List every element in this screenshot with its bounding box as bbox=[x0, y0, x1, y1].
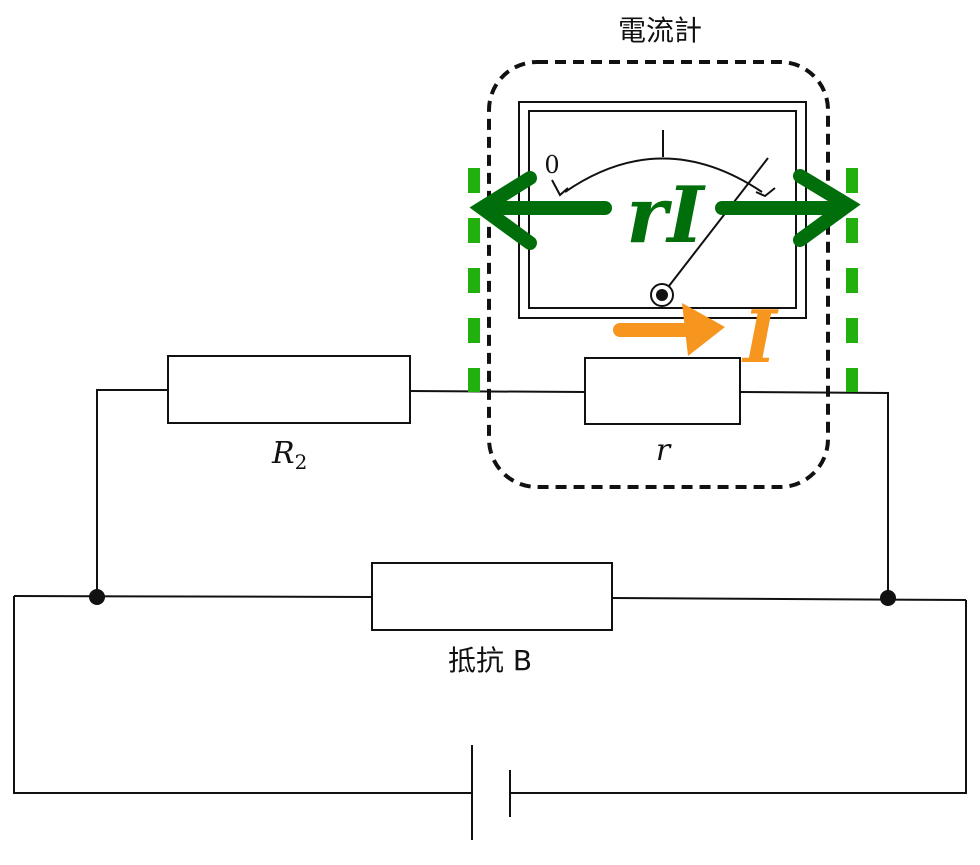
resistor-b-label: 抵抗 B bbox=[448, 644, 532, 677]
meter-needle bbox=[661, 157, 769, 296]
wire-outer-right bbox=[510, 600, 967, 794]
wire-outer-left bbox=[13, 596, 472, 794]
resistor-r-label: r bbox=[656, 433, 672, 468]
resistor-r bbox=[584, 357, 741, 425]
ammeter-title: 電流計 bbox=[618, 14, 702, 47]
current-arrow bbox=[613, 303, 725, 356]
junction-right bbox=[880, 590, 896, 606]
resistor-r2-label: R2 bbox=[271, 436, 307, 474]
resistor-r2 bbox=[167, 355, 411, 424]
voltage-arrow bbox=[469, 169, 861, 250]
current-annotation: I bbox=[741, 294, 779, 379]
wire-top-right bbox=[739, 391, 889, 598]
wire-mid-right bbox=[611, 597, 967, 601]
wire-mid-left bbox=[13, 595, 373, 598]
voltage-annotation: rI bbox=[626, 170, 706, 261]
battery bbox=[471, 745, 511, 840]
wires bbox=[13, 389, 967, 794]
junction-left bbox=[89, 589, 105, 605]
resistor-b bbox=[371, 562, 613, 631]
wire-top-left bbox=[96, 389, 168, 598]
scale-zero-label: 0 bbox=[544, 151, 559, 179]
wire-r2-to-r bbox=[409, 390, 586, 393]
ammeter-meter: 0 bbox=[518, 101, 807, 319]
